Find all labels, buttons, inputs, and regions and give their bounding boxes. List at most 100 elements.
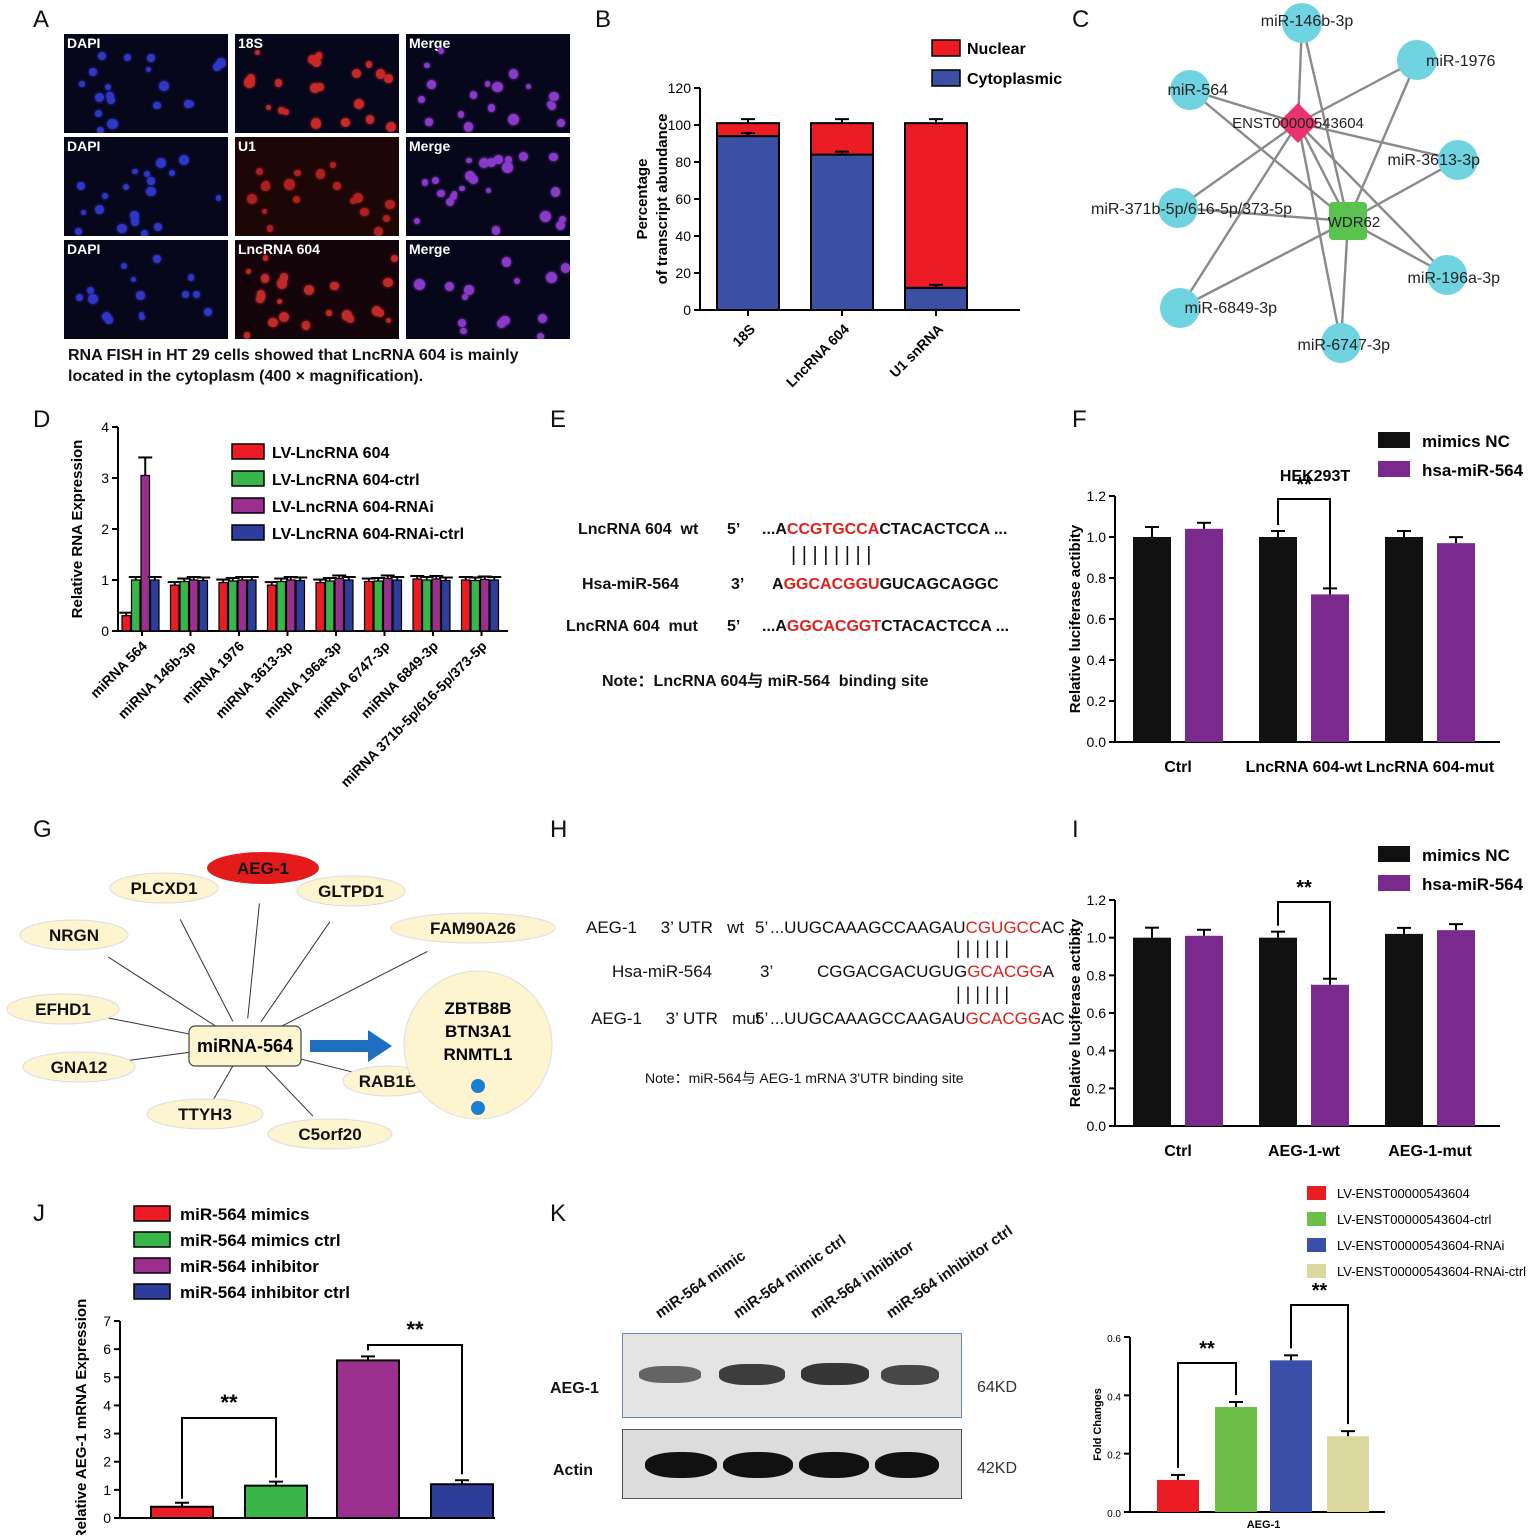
target-node bbox=[267, 1118, 393, 1150]
x-tick-label: Ctrl bbox=[1164, 1143, 1192, 1160]
cell-dot bbox=[294, 169, 301, 177]
y-tick-label: 7 bbox=[103, 1313, 111, 1329]
blot-label-actin: Actin bbox=[553, 1462, 593, 1479]
seq-part: CTACACTCCA ... bbox=[881, 618, 1010, 635]
cell-dot bbox=[487, 104, 496, 112]
seq-row-name: LncRNA 604 wt bbox=[578, 521, 699, 538]
seq-pairs: | | | | | | bbox=[956, 984, 1010, 1004]
cell-dot bbox=[425, 118, 433, 126]
legend-swatch bbox=[133, 1205, 171, 1222]
bar-3 bbox=[1270, 1360, 1312, 1512]
cell-dot bbox=[292, 195, 300, 203]
cell-dot bbox=[505, 156, 512, 163]
target-label: TTYH3 bbox=[178, 1105, 232, 1124]
network-edge bbox=[260, 921, 331, 1023]
y-tick-label: 1.0 bbox=[1087, 529, 1107, 545]
cell-dot bbox=[256, 293, 265, 302]
bar-nuclear bbox=[810, 122, 874, 156]
network-c: miR-146b-3pmiR-1976miR-564miR-3613-3pmiR… bbox=[1091, 3, 1501, 363]
panel-a-caption: RNA FISH in HT 29 cells showed that LncR… bbox=[68, 345, 518, 387]
cell-dot bbox=[326, 310, 332, 316]
fish-image-merge-u1: Merge bbox=[406, 137, 570, 236]
y-tick-label: 1.0 bbox=[1087, 930, 1107, 946]
bar-4 bbox=[343, 579, 354, 632]
seq-row-seq: ...UUGCAAAGCCAAGAUCGUGCCAC ... bbox=[770, 918, 1084, 938]
cell-dot bbox=[309, 83, 320, 94]
cell-dot bbox=[120, 263, 127, 269]
bar-mimics-nc bbox=[1259, 537, 1297, 742]
network-edge bbox=[1177, 122, 1299, 209]
lane-label: miR-564 inhibitor ctrl bbox=[883, 1222, 1016, 1322]
cell-dot bbox=[153, 223, 162, 231]
bar-4 bbox=[440, 579, 451, 632]
cell-dot bbox=[130, 276, 137, 283]
cell-dot bbox=[466, 157, 472, 164]
cell-dot bbox=[365, 115, 375, 124]
cell-dot bbox=[143, 171, 150, 178]
cell-dot bbox=[181, 291, 189, 299]
cell-dot bbox=[508, 69, 518, 79]
cell-dot bbox=[276, 278, 288, 289]
fish-image-merge-18s: Merge bbox=[406, 34, 570, 133]
network-edge bbox=[1179, 219, 1349, 310]
mirna-label: miR-196a-3p bbox=[1408, 270, 1501, 287]
target-label: GLTPD1 bbox=[318, 882, 384, 901]
cell-dot bbox=[146, 54, 155, 62]
legend-label: hsa-miR-564 bbox=[1422, 461, 1524, 480]
cell-dot bbox=[244, 76, 255, 88]
bar-2 bbox=[421, 579, 432, 632]
cell-dot bbox=[129, 211, 139, 220]
y-tick-label: 0.0 bbox=[1107, 1509, 1121, 1520]
panel-label-a: A bbox=[33, 6, 50, 33]
cell-dot bbox=[558, 216, 566, 224]
significance-bracket bbox=[181, 1417, 277, 1499]
target-node bbox=[296, 875, 406, 907]
bar-4 bbox=[392, 579, 403, 632]
seq-site: GGCACGGT bbox=[786, 618, 882, 635]
cell-dot bbox=[550, 186, 561, 197]
seq-row-dir: 3’ bbox=[760, 962, 774, 981]
bar-1 bbox=[412, 578, 423, 632]
cell-dot bbox=[87, 293, 99, 304]
band bbox=[723, 1452, 793, 1478]
cell-dot bbox=[539, 211, 551, 223]
mirna-label: miR-6849-3p bbox=[1185, 300, 1278, 317]
mirna-node bbox=[1170, 70, 1210, 110]
cell-dot bbox=[386, 122, 397, 133]
bar-2 bbox=[373, 580, 384, 632]
seq-site: CGUGCC bbox=[965, 918, 1042, 937]
legend-swatch bbox=[133, 1231, 171, 1248]
mirna-node bbox=[1438, 140, 1478, 180]
cell-dot bbox=[383, 215, 391, 223]
seq-row-dir: 3’ bbox=[731, 576, 745, 593]
cluster-label: RNMTL1 bbox=[444, 1045, 513, 1064]
bar-1 bbox=[315, 581, 326, 632]
bar-4 bbox=[1327, 1436, 1369, 1512]
bar-1 bbox=[266, 584, 277, 632]
bar-cytoplasmic bbox=[904, 286, 968, 311]
y-tick-label: 1.2 bbox=[1087, 488, 1107, 504]
panel-label-k: K bbox=[550, 1200, 567, 1227]
cell-dot bbox=[215, 195, 222, 201]
network-edge bbox=[1297, 122, 1448, 276]
cell-dot bbox=[384, 73, 394, 83]
cell-dot bbox=[513, 277, 520, 284]
y-axis-label: of transcript abundance bbox=[654, 114, 671, 285]
cell-dot bbox=[537, 313, 548, 324]
seq-row-dir: 5’ bbox=[755, 1009, 769, 1028]
x-tick-label: LncRNA 604-mut bbox=[1366, 759, 1495, 776]
cell-dot bbox=[468, 174, 478, 184]
cell-dot bbox=[274, 79, 282, 87]
cell-dot bbox=[496, 319, 506, 329]
network-edge bbox=[1300, 22, 1350, 222]
seq-note: Note：miR-564与 AEG-1 mRNA 3'UTR binding s… bbox=[645, 1070, 964, 1086]
cell-dot bbox=[301, 321, 311, 331]
bar-1 bbox=[121, 615, 132, 632]
blot-aeg1 bbox=[622, 1333, 962, 1418]
caption-line: RNA FISH in HT 29 cells showed that LncR… bbox=[68, 347, 519, 364]
cell-dot bbox=[87, 287, 95, 294]
cell-dot bbox=[492, 81, 503, 93]
cell-dot bbox=[98, 52, 106, 60]
